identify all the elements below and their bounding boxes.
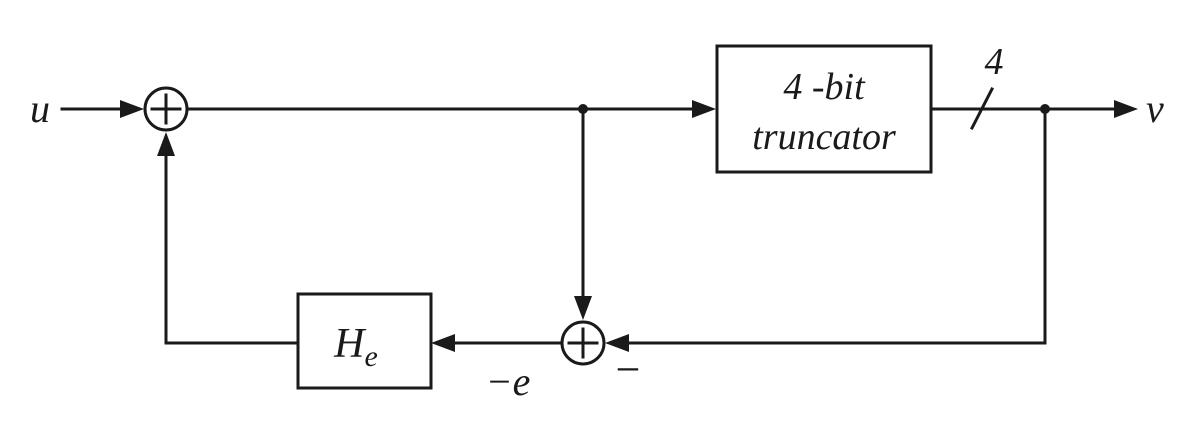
truncator-label-line2: truncator bbox=[752, 116, 896, 158]
truncator-block: 4 -bit truncator bbox=[715, 44, 933, 174]
output-arrowhead bbox=[1114, 100, 1138, 118]
sum1-bottom-arrowhead bbox=[157, 132, 175, 156]
output-feedback-line bbox=[625, 107, 1047, 345]
output-label-v: v bbox=[1146, 86, 1164, 131]
error-label: −e bbox=[486, 359, 531, 404]
sum2-minus-sign: − bbox=[616, 345, 641, 394]
input-label-u: u bbox=[30, 86, 50, 131]
input-arrowhead bbox=[120, 100, 144, 118]
filter-block-he: He bbox=[296, 292, 433, 390]
filter-label-base: H bbox=[333, 321, 367, 367]
sum2-top-arrowhead bbox=[574, 296, 592, 320]
bus-slash bbox=[969, 86, 995, 131]
bus-width-label: 4 bbox=[985, 41, 1004, 83]
filter-input-arrowhead bbox=[431, 334, 455, 352]
filter-label: He bbox=[333, 321, 378, 373]
feedback-line bbox=[164, 154, 300, 345]
summing-junction-2 bbox=[560, 320, 606, 366]
truncator-input-arrowhead bbox=[692, 100, 716, 118]
summing-junction-1 bbox=[143, 86, 189, 132]
filter-label-subscript: e bbox=[365, 340, 378, 373]
sum2-right-arrowhead bbox=[605, 334, 629, 352]
truncator-label-line1: 4 -bit bbox=[783, 66, 866, 108]
